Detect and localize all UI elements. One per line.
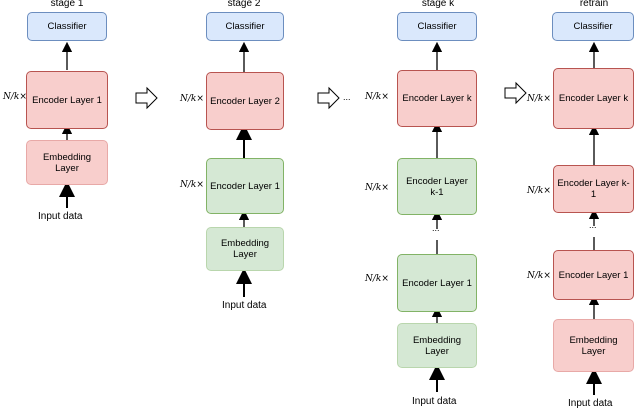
stage-k-repeat-label-1: N/k× [365, 92, 389, 102]
stage-2-input-data: Input data [222, 300, 267, 311]
retrain-input-data: Input data [568, 398, 613, 409]
stage-transition-arrow-3 [504, 81, 527, 105]
stage-2-repeat-label-top: N/k× [180, 94, 204, 104]
stage-k-encoder-layer-k-1: Encoder Layer k-1 [397, 158, 477, 215]
retrain-repeat-label-3: N/k× [527, 271, 551, 281]
stage-1-title: stage 1 [50, 0, 84, 9]
stage-k-repeat-label-3: N/k× [365, 274, 389, 284]
retrain-classifier: Classifier [552, 12, 634, 41]
retrain-repeat-label-1: N/k× [527, 94, 551, 104]
stage-1-encoder-layer: Encoder Layer 1 [26, 71, 108, 129]
retrain-vertical-dots: ... [589, 220, 597, 230]
stage-1-embedding-layer: Embedding Layer [26, 140, 108, 185]
stage-transition-arrow-1 [135, 86, 158, 110]
stage-2-classifier: Classifier [206, 12, 284, 41]
stage-k-encoder-layer-1: Encoder Layer 1 [397, 254, 477, 312]
stage-2-encoder-layer-1: Encoder Layer 1 [206, 158, 284, 214]
stage-k-classifier: Classifier [397, 12, 477, 41]
stage-k-input-data: Input data [412, 396, 457, 407]
stage-ellipsis: ... [343, 92, 351, 102]
stage-1-input-data: Input data [38, 211, 83, 222]
stage-k-vertical-dots: ... [432, 223, 440, 233]
retrain-title: retrain [579, 0, 609, 9]
retrain-encoder-layer-1: Encoder Layer 1 [553, 250, 634, 300]
stage-k-embedding-layer: Embedding Layer [397, 323, 477, 368]
stage-2-embedding-layer: Embedding Layer [206, 227, 284, 271]
stage-2-title: stage 2 [227, 0, 261, 9]
stage-1-classifier: Classifier [27, 12, 107, 41]
stage-k-title: stage k [421, 0, 455, 9]
stage-k-repeat-label-2: N/k× [365, 183, 389, 193]
stage-transition-arrow-2 [317, 86, 340, 110]
stage-2-repeat-label-bottom: N/k× [180, 180, 204, 190]
retrain-embedding-layer: Embedding Layer [553, 319, 634, 372]
stage-1-repeat-label: N/k× [3, 92, 27, 102]
stage-k-encoder-layer-k: Encoder Layer k [397, 70, 477, 127]
retrain-encoder-layer-k-1: Encoder Layer k-1 [553, 165, 634, 213]
retrain-repeat-label-2: N/k× [527, 186, 551, 196]
retrain-encoder-layer-k: Encoder Layer k [553, 68, 634, 129]
stage-2-encoder-layer-2: Encoder Layer 2 [206, 72, 284, 130]
